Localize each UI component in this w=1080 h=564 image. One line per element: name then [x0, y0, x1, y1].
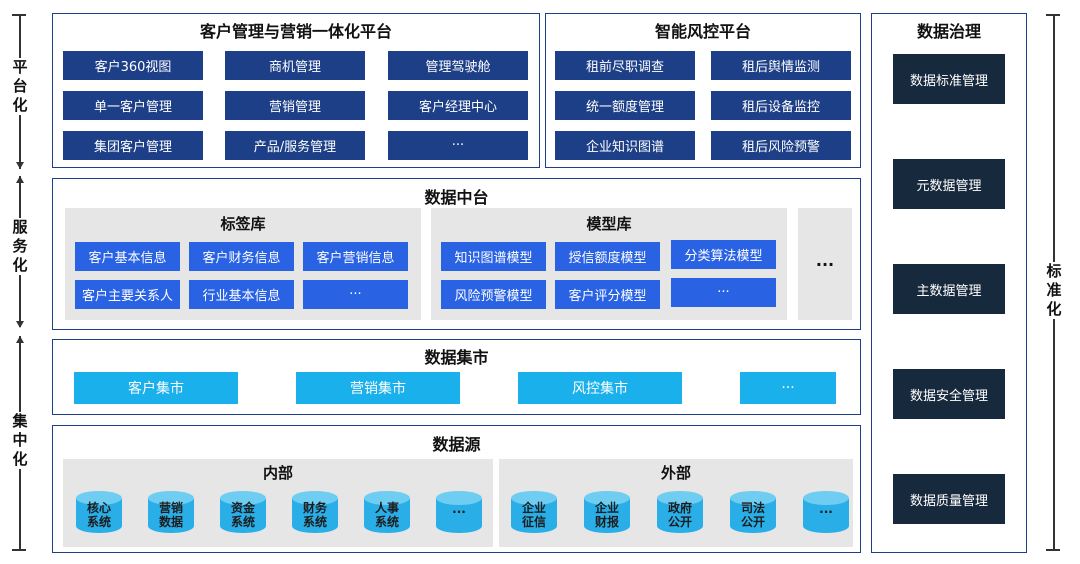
source-label: 企业 征信 [521, 501, 546, 529]
database-icon[interactable]: ··· [803, 491, 849, 533]
tag-button[interactable]: 客户财务信息 [189, 242, 294, 271]
crm-button[interactable]: 产品/服务管理 [225, 131, 365, 160]
source-label: 司法 公开 [740, 501, 765, 529]
source-label: ··· [819, 505, 833, 519]
source-label: 营销 数据 [158, 501, 183, 529]
database-icon[interactable]: 政府 公开 [657, 491, 703, 533]
risk-button[interactable]: 租后设备监控 [711, 91, 851, 120]
risk-button[interactable]: 租后风险预警 [711, 131, 851, 160]
panel-title: 数据治理 [916, 22, 981, 41]
risk-button[interactable]: 租后舆情监测 [711, 51, 851, 80]
tag-button[interactable]: 客户营销信息 [303, 242, 408, 271]
panel-title: 数据集市 [424, 348, 489, 367]
governance-button[interactable]: 数据质量管理 [893, 474, 1005, 524]
database-icon[interactable]: 人事 系统 [364, 491, 410, 533]
label-servicization: 服 务 化 [8, 218, 32, 275]
crm-button[interactable]: 营销管理 [225, 91, 365, 120]
governance-button[interactable]: 主数据管理 [893, 264, 1005, 314]
mart-button[interactable]: 营销集市 [296, 372, 460, 404]
crm-button[interactable]: 管理驾驶舱 [388, 51, 528, 80]
label-standardization: 标 准 化 [1042, 262, 1066, 319]
model-button[interactable]: 客户评分模型 [555, 280, 660, 309]
panel-title: 智能风控平台 [654, 22, 751, 41]
model-button[interactable]: 分类算法模型 [671, 240, 776, 269]
tag-button[interactable]: 行业基本信息 [189, 280, 294, 309]
crm-button[interactable]: 客户经理中心 [388, 91, 528, 120]
database-icon[interactable]: 资金 系统 [220, 491, 266, 533]
internal-title: 内部 [262, 464, 293, 482]
label-centralization: 集 中 化 [8, 412, 32, 469]
governance-button[interactable]: 元数据管理 [893, 159, 1005, 209]
source-label: 财务 系统 [302, 501, 327, 529]
crm-button[interactable]: 客户360视图 [63, 51, 203, 80]
governance-button[interactable]: 数据安全管理 [893, 369, 1005, 419]
external-sources: 外部 企业 征信 企业 财报 政府 公开 司法 公开 ··· [499, 459, 853, 547]
mart-button[interactable]: 风控集市 [518, 372, 682, 404]
database-icon[interactable]: 企业 征信 [511, 491, 557, 533]
source-label: 核心 系统 [86, 501, 111, 529]
model-button[interactable]: 授信额度模型 [555, 242, 660, 271]
source-label: 人事 系统 [374, 501, 399, 529]
more-button[interactable]: ··· [671, 278, 776, 307]
source-label: 资金 系统 [230, 501, 255, 529]
data-mart-panel: 数据集市 客户集市 营销集市 风控集市 ··· [52, 339, 861, 415]
tag-button[interactable]: 客户主要关系人 [75, 280, 180, 309]
panel-title: 数据源 [432, 435, 481, 454]
mart-button[interactable]: 客户集市 [74, 372, 238, 404]
model-button[interactable]: 知识图谱模型 [441, 242, 546, 271]
source-label: ··· [452, 505, 466, 519]
model-library: 模型库 知识图谱模型 授信额度模型 分类算法模型 风险预警模型 客户评分模型 ·… [431, 208, 787, 320]
database-icon[interactable]: 核心 系统 [76, 491, 122, 533]
risk-button[interactable]: 企业知识图谱 [555, 131, 695, 160]
tag-library: 标签库 客户基本信息 客户财务信息 客户营销信息 客户主要关系人 行业基本信息 … [65, 208, 421, 320]
database-icon[interactable]: 财务 系统 [292, 491, 338, 533]
arrow-down-icon [15, 162, 24, 169]
tag-button[interactable]: 客户基本信息 [75, 242, 180, 271]
more-button[interactable]: ··· [388, 131, 528, 160]
data-middle-platform-panel: 数据中台 标签库 客户基本信息 客户财务信息 客户营销信息 客户主要关系人 行业… [52, 178, 861, 330]
more-button[interactable]: ··· [303, 280, 408, 309]
external-title: 外部 [660, 464, 691, 482]
data-source-panel: 数据源 内部 核心 系统 营销 数据 资金 系统 财务 系统 人事 系统 ···… [52, 425, 861, 553]
model-library-title: 模型库 [586, 215, 632, 233]
crm-button[interactable]: 单一客户管理 [63, 91, 203, 120]
arrow-down-icon [15, 321, 24, 328]
axis-tick-bottom [12, 549, 26, 551]
database-icon[interactable]: 企业 财报 [584, 491, 630, 533]
database-icon[interactable]: 营销 数据 [148, 491, 194, 533]
risk-button[interactable]: 租前尽职调查 [555, 51, 695, 80]
crm-button[interactable]: 商机管理 [225, 51, 365, 80]
label-platformization: 平 台 化 [8, 58, 32, 115]
more-button[interactable]: ··· [740, 372, 836, 404]
panel-title: 客户管理与营销一体化平台 [199, 22, 392, 41]
more-libraries[interactable]: ··· [798, 208, 852, 320]
risk-button[interactable]: 统一额度管理 [555, 91, 695, 120]
internal-sources: 内部 核心 系统 营销 数据 资金 系统 财务 系统 人事 系统 ··· [63, 459, 493, 547]
data-governance-panel: 数据治理 数据标准管理 元数据管理 主数据管理 数据安全管理 数据质量管理 [871, 13, 1027, 553]
database-icon[interactable]: 司法 公开 [730, 491, 776, 533]
crm-platform-panel: 客户管理与营销一体化平台 客户360视图 商机管理 管理驾驶舱 单一客户管理 营… [52, 13, 540, 168]
panel-title: 数据中台 [424, 188, 489, 207]
source-label: 企业 财报 [594, 501, 619, 529]
crm-button[interactable]: 集团客户管理 [63, 131, 203, 160]
source-label: 政府 公开 [667, 501, 692, 529]
tag-library-title: 标签库 [220, 215, 266, 233]
database-icon[interactable]: ··· [436, 491, 482, 533]
model-button[interactable]: 风险预警模型 [441, 280, 546, 309]
axis-tick-bottom [1046, 549, 1060, 551]
governance-button[interactable]: 数据标准管理 [893, 54, 1005, 104]
risk-platform-panel: 智能风控平台 租前尽职调查 租后舆情监测 统一额度管理 租后设备监控 企业知识图… [545, 13, 861, 168]
